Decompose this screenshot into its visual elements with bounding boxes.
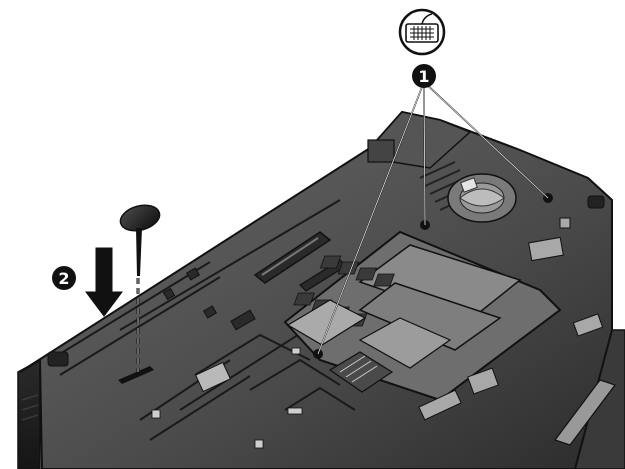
callout-2-label: 2	[58, 269, 69, 288]
callout-1-label: 1	[418, 67, 429, 86]
label-panel	[194, 361, 232, 393]
cooling-fan	[447, 173, 517, 223]
memory-module-top	[319, 244, 522, 321]
callout-1: 1	[412, 64, 436, 88]
mini-card	[358, 317, 452, 369]
rubber-foot-rear	[587, 195, 605, 209]
small-clips	[151, 347, 303, 449]
connector-block	[328, 351, 394, 393]
right-features	[418, 217, 604, 421]
screw-icon	[119, 204, 161, 372]
chassis-front-edge	[17, 358, 41, 469]
fan-label	[460, 177, 478, 193]
keyboard-icon	[398, 8, 446, 56]
callout-2: 2	[52, 266, 76, 290]
callout-1-leaders-highlight	[317, 81, 549, 355]
connector-pins	[339, 355, 378, 383]
rubber-foot	[47, 351, 69, 367]
front-left-vent	[21, 394, 39, 421]
screw-hole-slot	[118, 366, 154, 384]
battery-latch	[554, 379, 616, 446]
hinge-block	[367, 139, 395, 163]
down-arrow-icon	[85, 247, 123, 317]
wlan-card	[286, 299, 367, 346]
misc-ports	[162, 267, 256, 331]
